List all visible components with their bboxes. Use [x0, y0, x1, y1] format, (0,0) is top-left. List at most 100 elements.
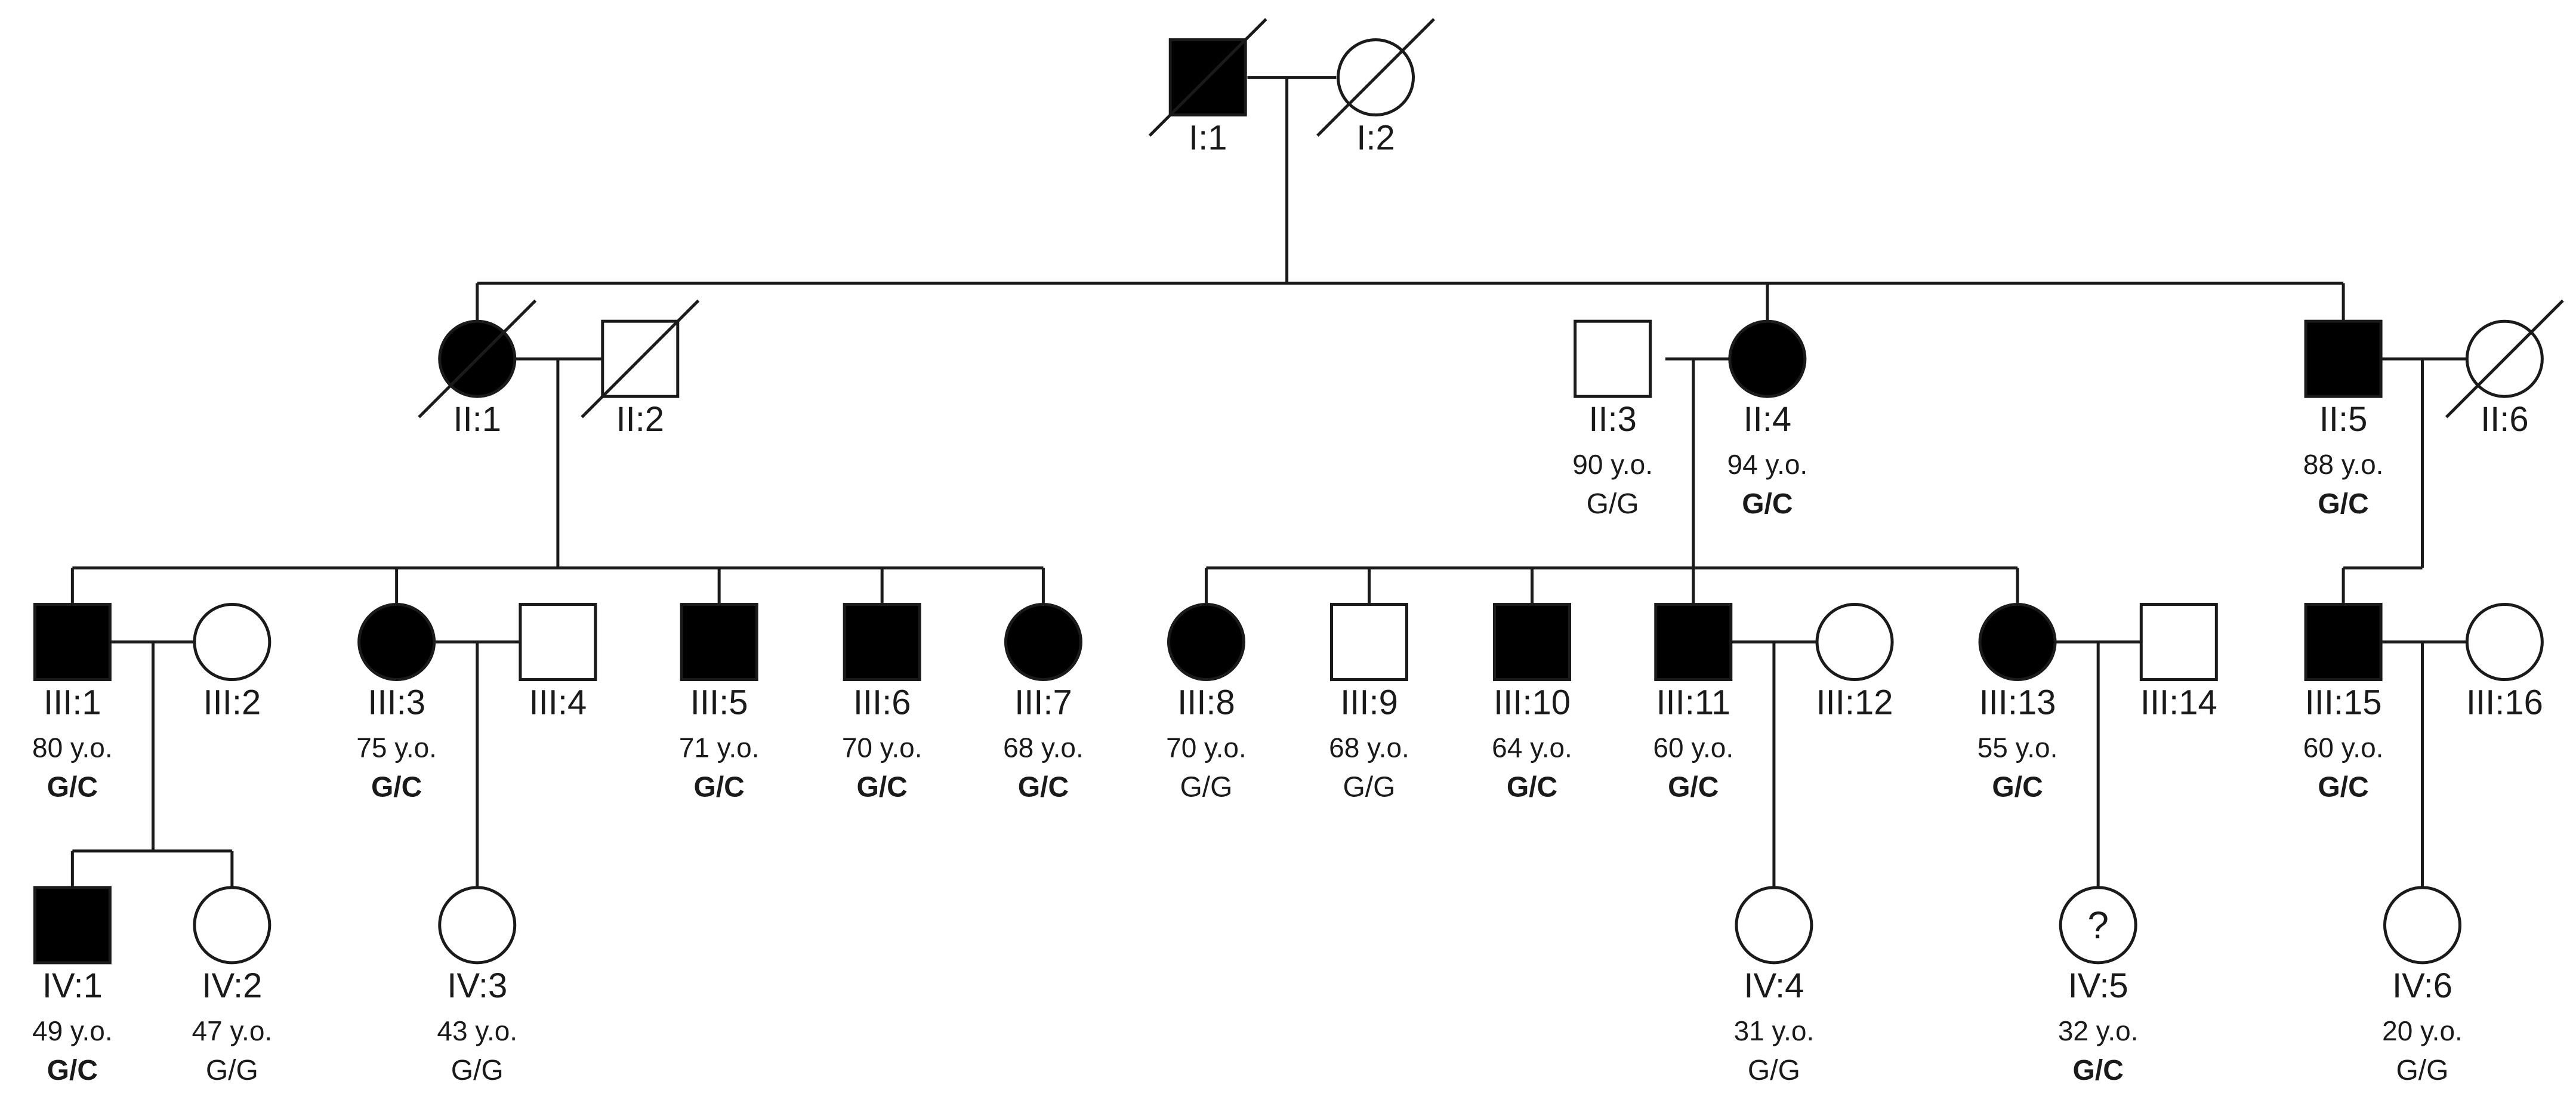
unaffected-female-symbol	[2465, 603, 2544, 682]
individual-label: III:3	[368, 683, 425, 722]
individual-i-2: I:2	[1316, 18, 1435, 158]
individual-ii-2: II:2	[581, 299, 700, 439]
age-text: 68 y.o.	[1329, 732, 1409, 763]
individual-label: IV:4	[1744, 966, 1804, 1005]
individual-label: II:4	[1744, 400, 1792, 439]
unaffected-female-symbol	[1815, 603, 1894, 682]
affected-female-symbol	[1167, 603, 1245, 682]
individual-iii-2: III:2	[193, 603, 272, 722]
genotype-text: G/G	[1180, 772, 1232, 803]
individual-label: IV:5	[2068, 966, 2128, 1005]
affected-male-symbol	[680, 603, 758, 682]
age-text: 47 y.o.	[192, 1015, 273, 1046]
individual-iii-1: III:180 y.o.G/C	[32, 603, 113, 803]
individual-ii-6: II:6	[2445, 299, 2564, 439]
affected-male-symbol	[843, 603, 921, 682]
unaffected-female-symbol	[1735, 886, 1813, 965]
individual-label: III:16	[2466, 683, 2543, 722]
genotype-text: G/C	[2318, 488, 2368, 520]
genotype-text: G/C	[1742, 488, 1793, 520]
individual-label: III:4	[529, 683, 587, 722]
individual-label: III:11	[1656, 683, 1730, 722]
age-text: 71 y.o.	[679, 732, 760, 763]
genotype-text: G/G	[1343, 772, 1395, 803]
unaffected-male-symbol	[1574, 319, 1652, 398]
age-text: 70 y.o.	[1166, 732, 1247, 763]
unaffected-female-symbol	[2383, 886, 2461, 965]
age-text: 49 y.o.	[32, 1015, 113, 1046]
age-text: 70 y.o.	[842, 732, 923, 763]
age-text: 64 y.o.	[1492, 732, 1572, 763]
affected-female-symbol	[1728, 319, 1807, 398]
genotype-text: G/G	[451, 1055, 504, 1086]
individual-iv-6: IV:620 y.o.G/G	[2382, 886, 2463, 1086]
individual-iv-5: ?IV:532 y.o.G/C	[2058, 886, 2139, 1086]
individual-label: III:13	[1979, 683, 2056, 722]
genotype-text: G/C	[693, 772, 744, 803]
age-text: 43 y.o.	[437, 1015, 517, 1046]
individual-iii-8: III:8 70 y.o. G/G	[1166, 603, 1247, 803]
individual-label: III:8	[1177, 683, 1235, 722]
deceased-slash	[581, 299, 700, 418]
individual-label: II:1	[453, 400, 501, 439]
genotype-text: G/C	[1018, 772, 1069, 803]
individual-iii-9: III:9 68 y.o. G/G	[1329, 603, 1409, 803]
affected-male-symbol	[1493, 603, 1572, 682]
individual-iv-3: IV:343 y.o.G/G	[437, 886, 517, 1086]
individual-iii-3: III:375 y.o.G/C	[356, 603, 437, 803]
affected-male-symbol	[2304, 319, 2383, 398]
individual-iii-16: III:16	[2465, 603, 2544, 722]
genotype-text: G/C	[371, 772, 422, 803]
individual-ii-1: II:1	[418, 299, 537, 439]
deceased-slash	[1148, 18, 1267, 137]
individual-ii-5: II:5 88 y.o. G/C	[2303, 319, 2384, 520]
individual-i-1: I:1	[1148, 18, 1267, 158]
individual-label: III:9	[1340, 683, 1398, 722]
individual-label: I:1	[1189, 119, 1227, 158]
age-text: 90 y.o.	[1572, 449, 1653, 480]
individual-label: III:7	[1014, 683, 1072, 722]
genotype-text: G/C	[1668, 772, 1719, 803]
unaffected-male-symbol	[2139, 603, 2218, 682]
individual-iii-7: III:768 y.o.G/C	[1003, 603, 1084, 803]
individual-label: III:14	[2140, 683, 2217, 722]
genotype-text: G/C	[47, 772, 98, 803]
genotype-text: G/C	[47, 1055, 98, 1086]
individual-label: II:6	[2481, 400, 2529, 439]
unaffected-female-symbol	[2059, 886, 2137, 965]
affected-male-symbol	[33, 886, 112, 965]
genotype-text: G/C	[1507, 772, 1557, 803]
age-text: 88 y.o.	[2303, 449, 2384, 480]
individual-label: III:5	[690, 683, 748, 722]
individual-ii-3: II:390 y.o.G/G	[1572, 319, 1653, 520]
individual-label: II:3	[1588, 400, 1637, 439]
individual-iii-11: III:11 60 y.o. G/C	[1653, 603, 1733, 803]
unaffected-female-symbol	[193, 603, 272, 682]
affected-female-symbol	[1004, 603, 1082, 682]
individual-iii-6: III:670 y.o.G/C	[842, 603, 923, 803]
individual-iii-14: III:14	[2139, 603, 2218, 722]
individual-label: IV:2	[202, 966, 262, 1005]
individual-iii-4: III:4	[519, 603, 597, 722]
unaffected-female-symbol	[438, 886, 517, 965]
individual-iii-5: III:5 71 y.o. G/C	[679, 603, 760, 803]
individual-label: III:1	[44, 683, 101, 722]
age-text: 94 y.o.	[1727, 449, 1808, 480]
genotype-text: G/C	[857, 772, 908, 803]
individual-label: II:5	[2319, 400, 2368, 439]
individual-label: IV:6	[2392, 966, 2452, 1005]
individual-label: IV:1	[42, 966, 103, 1005]
age-text: 32 y.o.	[2058, 1015, 2139, 1046]
individual-iv-1: IV:1 49 y.o. G/C	[32, 886, 113, 1086]
individual-label: III:2	[203, 683, 261, 722]
individual-ii-4: II:4 94 y.o. G/C	[1727, 319, 1808, 520]
individual-label: III:12	[1816, 683, 1893, 722]
unknown-status-marker: ?	[2087, 904, 2109, 947]
age-text: 60 y.o.	[1653, 732, 1733, 763]
individual-iv-2: IV:247 y.o.G/G	[192, 886, 273, 1086]
